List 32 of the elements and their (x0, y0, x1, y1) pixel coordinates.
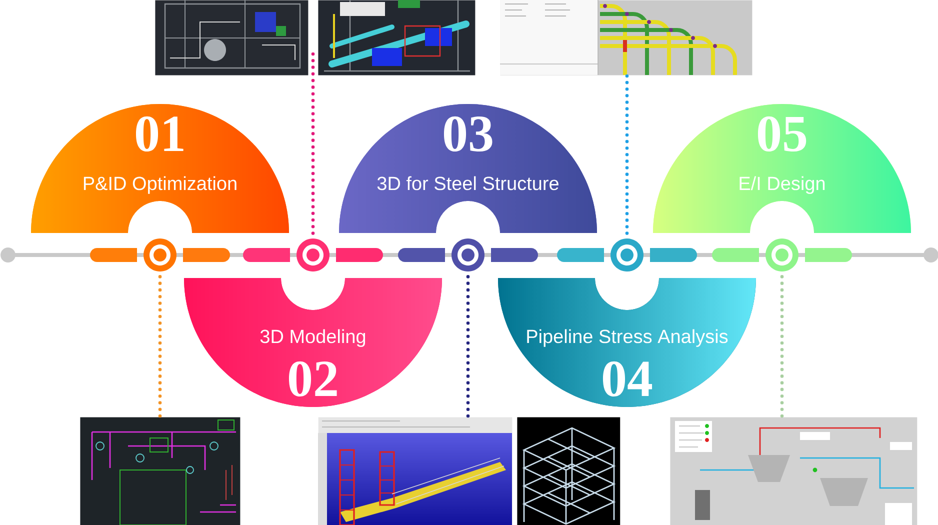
step-label: 3D Modeling (260, 329, 366, 347)
step-number: 02 (288, 361, 337, 396)
step-label: E/I Design (740, 176, 825, 194)
dotted-connector (625, 74, 629, 235)
ring-marker (766, 238, 798, 272)
half-disc (184, 278, 442, 407)
half-disc (653, 104, 911, 233)
step-label: 3D for Steel Structure (377, 176, 558, 190)
ring-marker (452, 238, 484, 272)
step-label: P&ID Optimization (84, 176, 236, 194)
step-number: 05 (758, 116, 806, 152)
ring-marker (296, 238, 330, 272)
step-number: 01 (136, 116, 184, 152)
picture (517, 417, 620, 525)
dotted-connector (466, 275, 470, 419)
dotted-connector (158, 275, 162, 419)
step-number: 04 (602, 361, 652, 396)
dotted-connector (311, 52, 315, 235)
picture (318, 0, 476, 76)
picture (670, 417, 918, 525)
picture (155, 0, 308, 76)
picture (318, 417, 512, 525)
ring-marker (610, 238, 644, 272)
picture (80, 417, 240, 525)
step-number: 03 (444, 116, 492, 152)
half-disc (31, 104, 289, 233)
half-disc (498, 278, 756, 407)
half-disc (339, 104, 597, 233)
step-label: Pipeline Stress Analysis (527, 329, 728, 347)
dotted-connector (780, 275, 784, 419)
ring-marker (144, 238, 176, 272)
picture (500, 0, 752, 76)
